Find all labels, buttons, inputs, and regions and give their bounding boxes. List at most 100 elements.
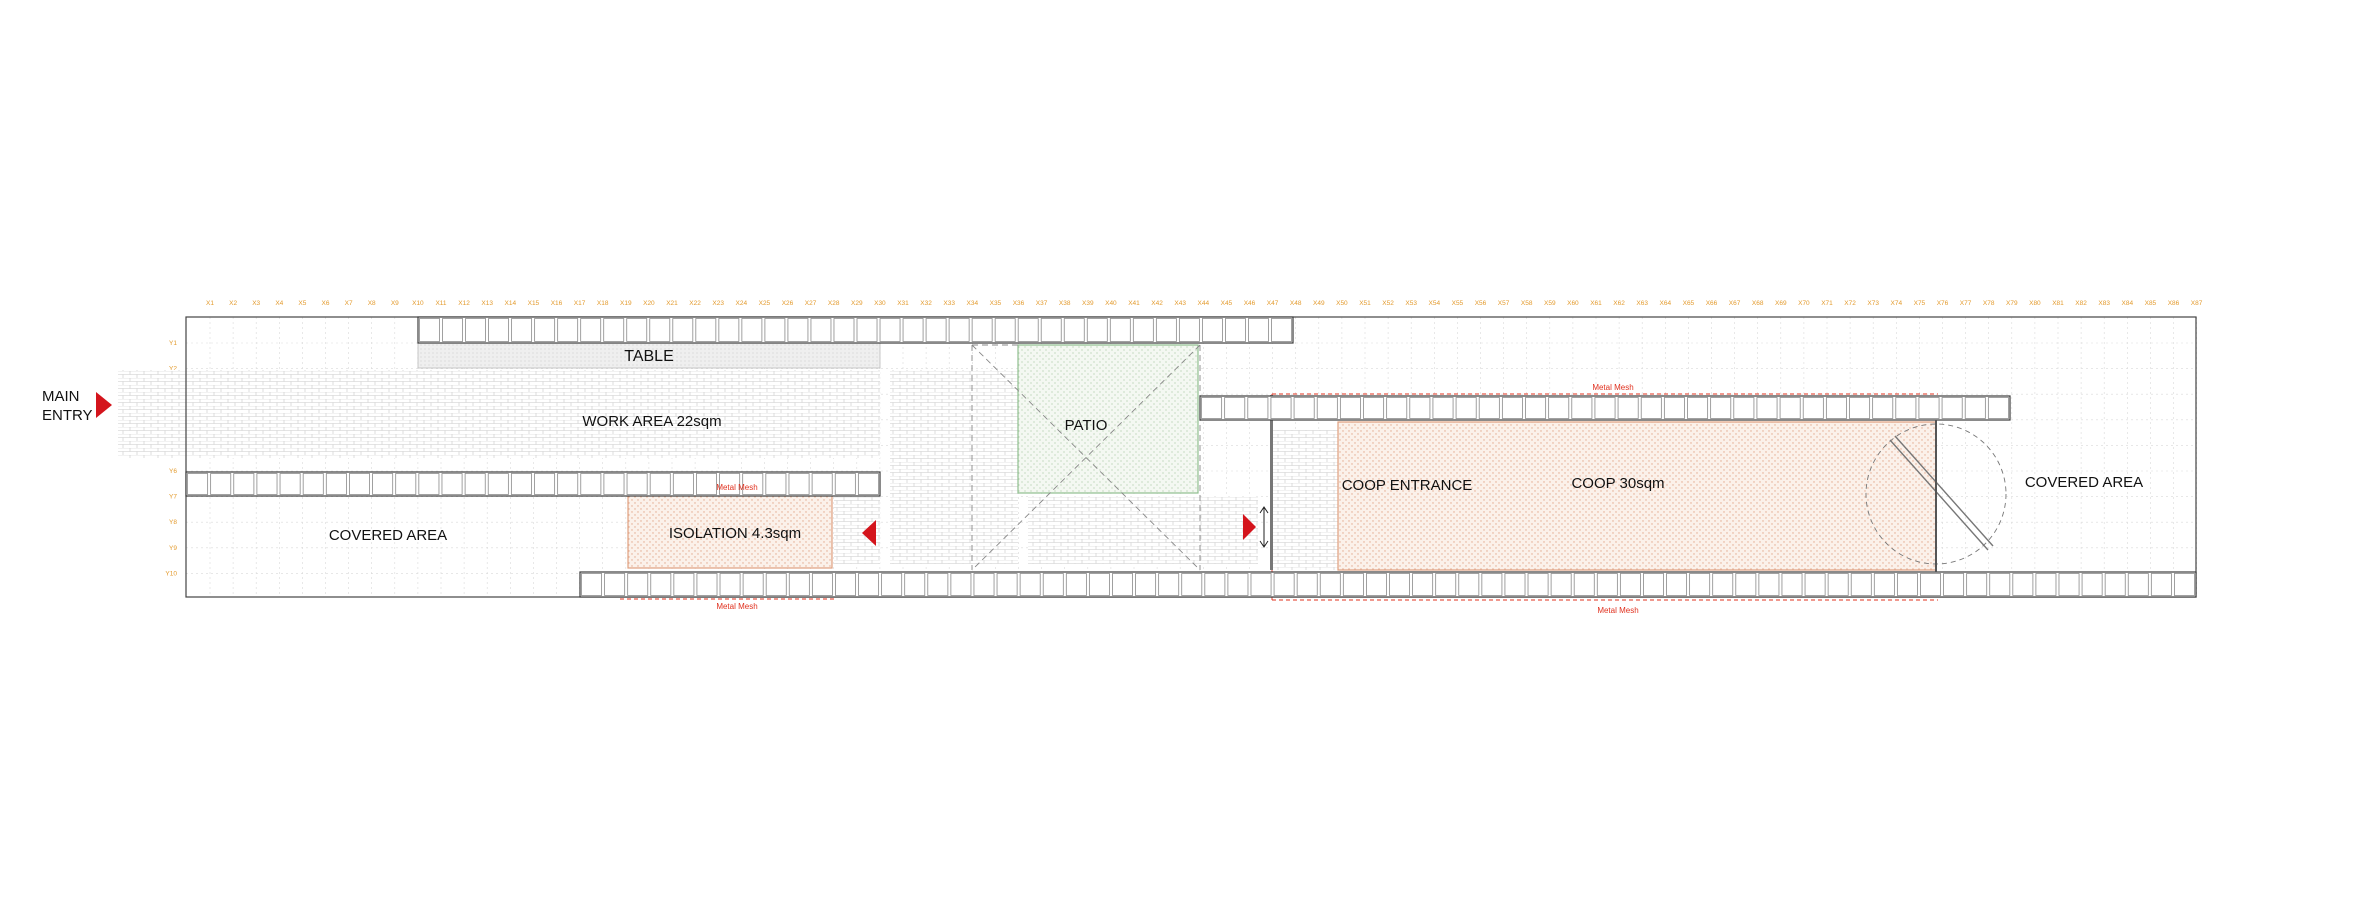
- fence-panel: [858, 573, 880, 596]
- fence-panel: [1756, 397, 1778, 419]
- fence-panel: [510, 473, 532, 495]
- fence-panel: [1663, 397, 1685, 419]
- grid-column-label: X82: [2075, 300, 2087, 307]
- fence-panel: [1063, 318, 1085, 342]
- grid-column-label: X28: [828, 300, 840, 307]
- fence-panel: [1617, 397, 1639, 419]
- grid-column-label: X61: [1590, 300, 1602, 307]
- grid-column-label: X12: [458, 300, 470, 307]
- fence-panel: [742, 573, 764, 596]
- fence-panel: [2035, 573, 2057, 596]
- grid-column-label: X39: [1082, 300, 1094, 307]
- grid-column-label: X58: [1521, 300, 1533, 307]
- table-label: TABLE: [624, 348, 674, 365]
- fence-panel: [557, 473, 579, 495]
- fence-panel: [465, 318, 486, 342]
- fence-row: [185, 471, 881, 497]
- fence-panel: [856, 318, 878, 342]
- fence-panel: [441, 473, 463, 495]
- fence-panel: [419, 318, 440, 342]
- fence-panel: [765, 473, 787, 495]
- grid-column-label: X56: [1475, 300, 1487, 307]
- fence-panel: [1689, 573, 1711, 596]
- grid-column-label: X27: [805, 300, 817, 307]
- fence-panel: [580, 473, 602, 495]
- fence-panel: [1201, 397, 1223, 419]
- grid-column-label: X41: [1128, 300, 1140, 307]
- fence-panel: [1920, 573, 1941, 596]
- fence-panel: [488, 318, 510, 342]
- fence-panel: [1181, 573, 1203, 596]
- fence-panel: [696, 573, 718, 596]
- grid-column-label: X19: [620, 300, 632, 307]
- fence-panel: [1527, 573, 1549, 596]
- grid-column-label: X17: [574, 300, 586, 307]
- fence-panel: [349, 473, 370, 495]
- grid-column-label: X79: [2006, 300, 2018, 307]
- fence-panel: [719, 473, 741, 495]
- fence-panel: [1550, 573, 1572, 596]
- fence-panel: [1687, 397, 1709, 419]
- fence-panel: [765, 573, 787, 596]
- fence-panel: [1619, 573, 1641, 596]
- fence-panel: [1501, 397, 1523, 419]
- fence-panel: [741, 318, 763, 342]
- table-surface: [417, 342, 881, 369]
- grid-column-label: X24: [736, 300, 748, 307]
- grid-column-label: X80: [2029, 300, 2041, 307]
- fence-panel: [810, 318, 832, 342]
- grid-column-label: X13: [481, 300, 493, 307]
- main-entry-label-1: MAIN: [42, 388, 80, 405]
- fence-panel: [302, 473, 324, 495]
- fence-panel: [418, 473, 440, 495]
- fence-panel: [971, 318, 993, 342]
- fence-panel: [1293, 397, 1315, 419]
- grid-row-label: Y2: [169, 366, 177, 373]
- fence-panel: [1804, 573, 1826, 596]
- grid-column-label: X69: [1775, 300, 1787, 307]
- fence-panel: [2174, 573, 2195, 596]
- fence-panel: [1271, 318, 1292, 342]
- grid-column-label: X4: [275, 300, 283, 307]
- fence-panel: [787, 318, 809, 342]
- fence-panel: [833, 318, 855, 342]
- grid-column-label: X50: [1336, 300, 1348, 307]
- isolation-label: ISOLATION 4.3sqm: [669, 525, 801, 542]
- fence-panel: [1296, 573, 1318, 596]
- grid-column-label: X9: [391, 300, 399, 307]
- fence-panel: [1250, 573, 1272, 596]
- fence-panel: [442, 318, 463, 342]
- grid-column-label: X60: [1567, 300, 1579, 307]
- grid-column-label: X73: [1867, 300, 1879, 307]
- fence-panel: [1135, 573, 1157, 596]
- fence-panel: [1989, 573, 2011, 596]
- fence-panel: [626, 318, 648, 342]
- fence-panel: [650, 573, 672, 596]
- fence-panel: [279, 473, 301, 495]
- fence-panel: [742, 473, 764, 495]
- grid-column-label: X47: [1267, 300, 1279, 307]
- fence-panel: [604, 573, 626, 596]
- fence-panel: [788, 473, 810, 495]
- fence-panel: [1412, 573, 1434, 596]
- grid-column-label: X5: [298, 300, 306, 307]
- fence-panel: [1109, 318, 1131, 342]
- fence-panel: [835, 573, 856, 596]
- fence-panel: [1363, 397, 1385, 419]
- main-entry-arrow: [96, 392, 112, 418]
- fence-panel: [511, 318, 533, 342]
- grid-column-label: X44: [1198, 300, 1210, 307]
- grid-column-label: X1: [206, 300, 214, 307]
- fence-panel: [1918, 397, 1940, 419]
- grid-column-label: X74: [1891, 300, 1903, 307]
- fence-panel: [1666, 573, 1688, 596]
- fence-panel: [673, 573, 695, 596]
- grid-column-label: X77: [1960, 300, 1972, 307]
- grid-column-label: X6: [322, 300, 330, 307]
- covered-area-right-label: COVERED AREA: [2025, 474, 2143, 491]
- grid-column-label: X45: [1221, 300, 1233, 307]
- grid-column-label: X26: [782, 300, 794, 307]
- fence-panel: [1643, 573, 1664, 596]
- fence-panel: [1733, 397, 1755, 419]
- fence-panel: [1779, 397, 1801, 419]
